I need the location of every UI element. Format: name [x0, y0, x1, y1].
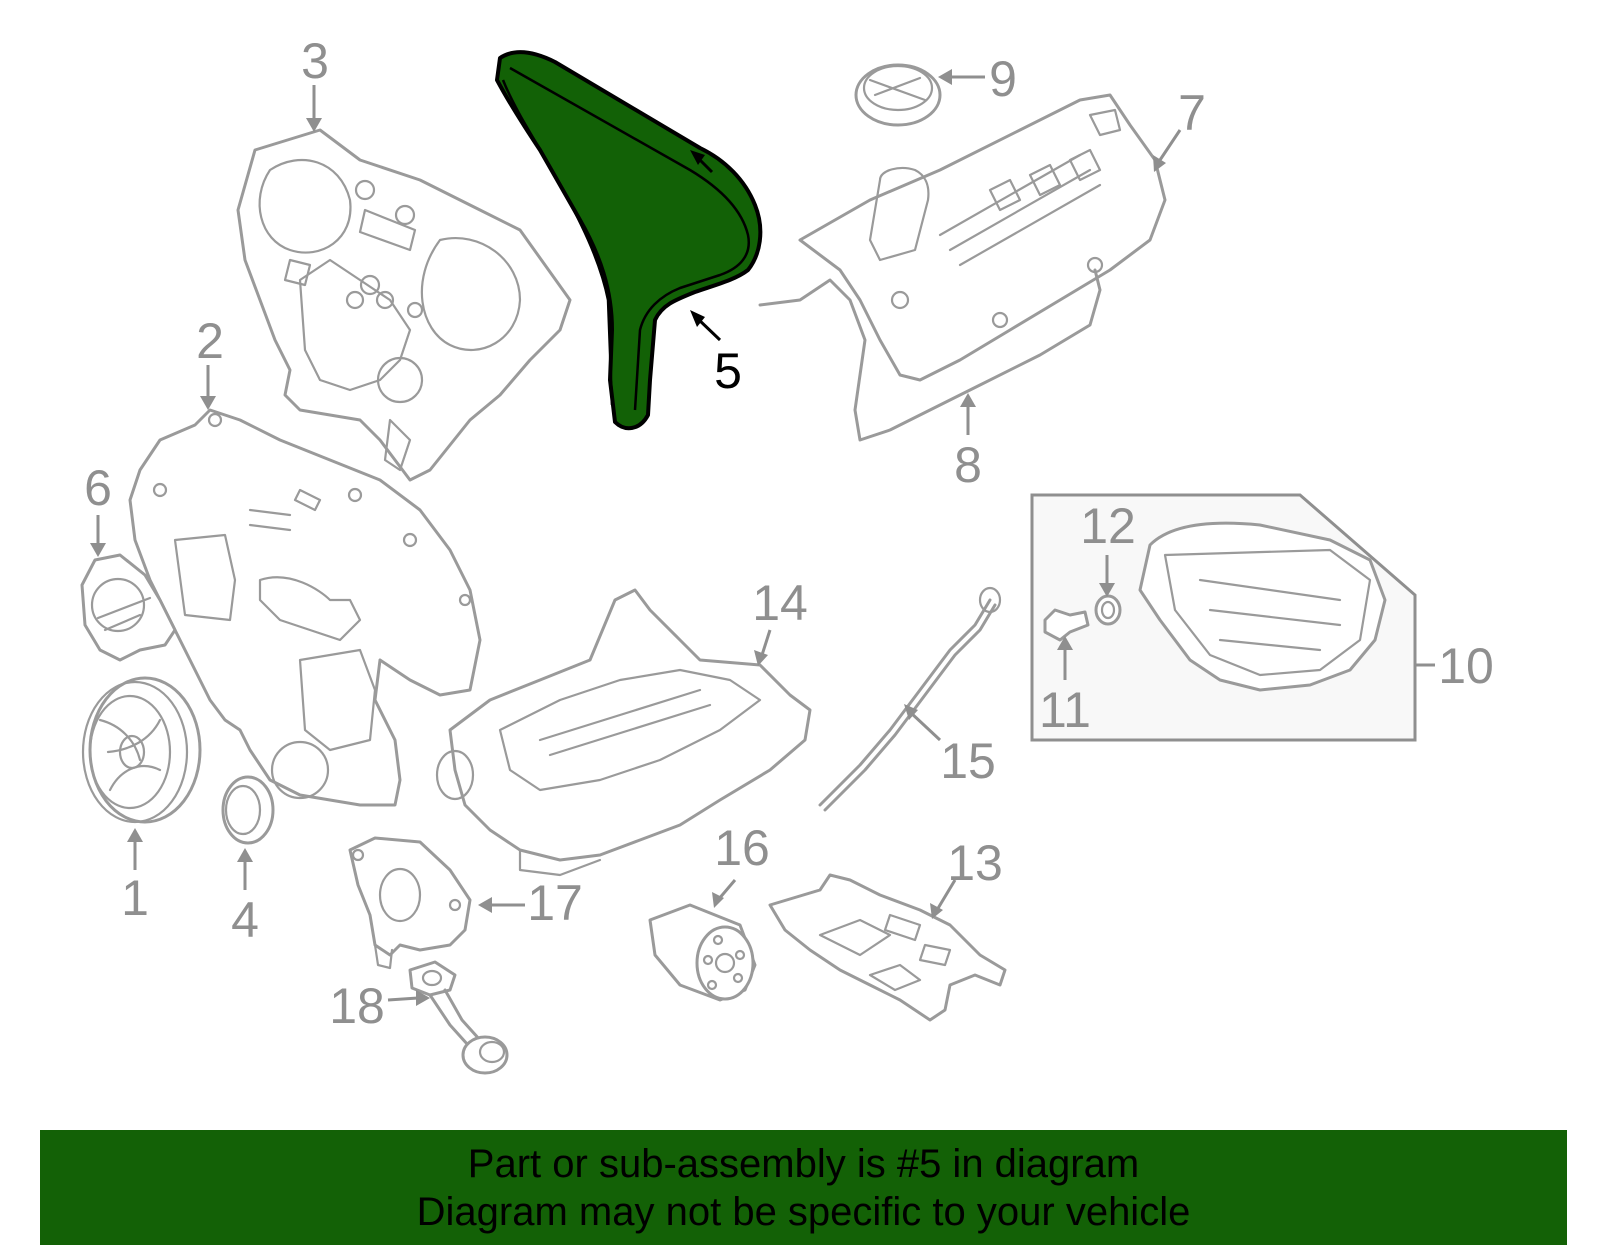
info-banner: Part or sub-assembly is #5 in diagram Di… — [40, 1130, 1567, 1245]
part-14-upper-oil-pan — [435, 588, 812, 877]
part-3-rear-timing-cover — [236, 128, 572, 482]
part-17-oil-pump — [348, 836, 472, 970]
callout-14: 14 — [752, 575, 808, 631]
callout-18: 18 — [329, 978, 385, 1034]
callout-5: 5 — [714, 343, 742, 399]
callout-15: 15 — [940, 733, 996, 789]
part-8-valve-cover-gasket — [758, 268, 1102, 442]
part-7-valve-cover — [798, 93, 1167, 382]
part-5-timing-chain-guide — [495, 50, 763, 431]
part-16-oil-filter — [648, 903, 757, 1002]
banner-line-disclaimer: Diagram may not be specific to your vehi… — [416, 1189, 1191, 1234]
inset-oil-pan-lower — [1030, 493, 1417, 742]
callout-12: 12 — [1080, 498, 1136, 554]
parts-diagram: 1 2 3 4 5 6 7 8 9 10 11 12 13 14 15 16 1… — [80, 33, 1494, 1075]
callout-4: 4 — [231, 892, 259, 948]
callout-1: 1 — [121, 870, 149, 926]
banner-line-part-number: Part or sub-assembly is #5 in diagram — [467, 1141, 1140, 1186]
part-1-crank-pulley — [81, 676, 202, 824]
callout-7: 7 — [1178, 85, 1206, 141]
callout-17: 17 — [527, 875, 583, 931]
callout-3: 3 — [301, 33, 329, 89]
callout-6: 6 — [84, 460, 112, 516]
part-9-oil-filler-cap — [854, 63, 942, 127]
callout-11: 11 — [1039, 682, 1091, 738]
part-6-gasket — [80, 553, 177, 662]
callout-2: 2 — [196, 313, 224, 369]
part-2-front-timing-cover — [128, 408, 482, 807]
callout-13: 13 — [947, 835, 1003, 891]
callout-8: 8 — [954, 437, 982, 493]
callout-labels: 1 2 3 4 5 6 7 8 9 10 11 12 13 14 15 16 1… — [84, 33, 1494, 1034]
part-13-baffle-plate — [768, 873, 1007, 1022]
callout-10: 10 — [1438, 638, 1494, 694]
leader-lines — [90, 69, 1435, 1006]
part-18-oil-strainer — [408, 960, 509, 1075]
part-4-oil-seal — [221, 775, 275, 845]
callout-9: 9 — [989, 51, 1017, 107]
callout-16: 16 — [714, 820, 770, 876]
